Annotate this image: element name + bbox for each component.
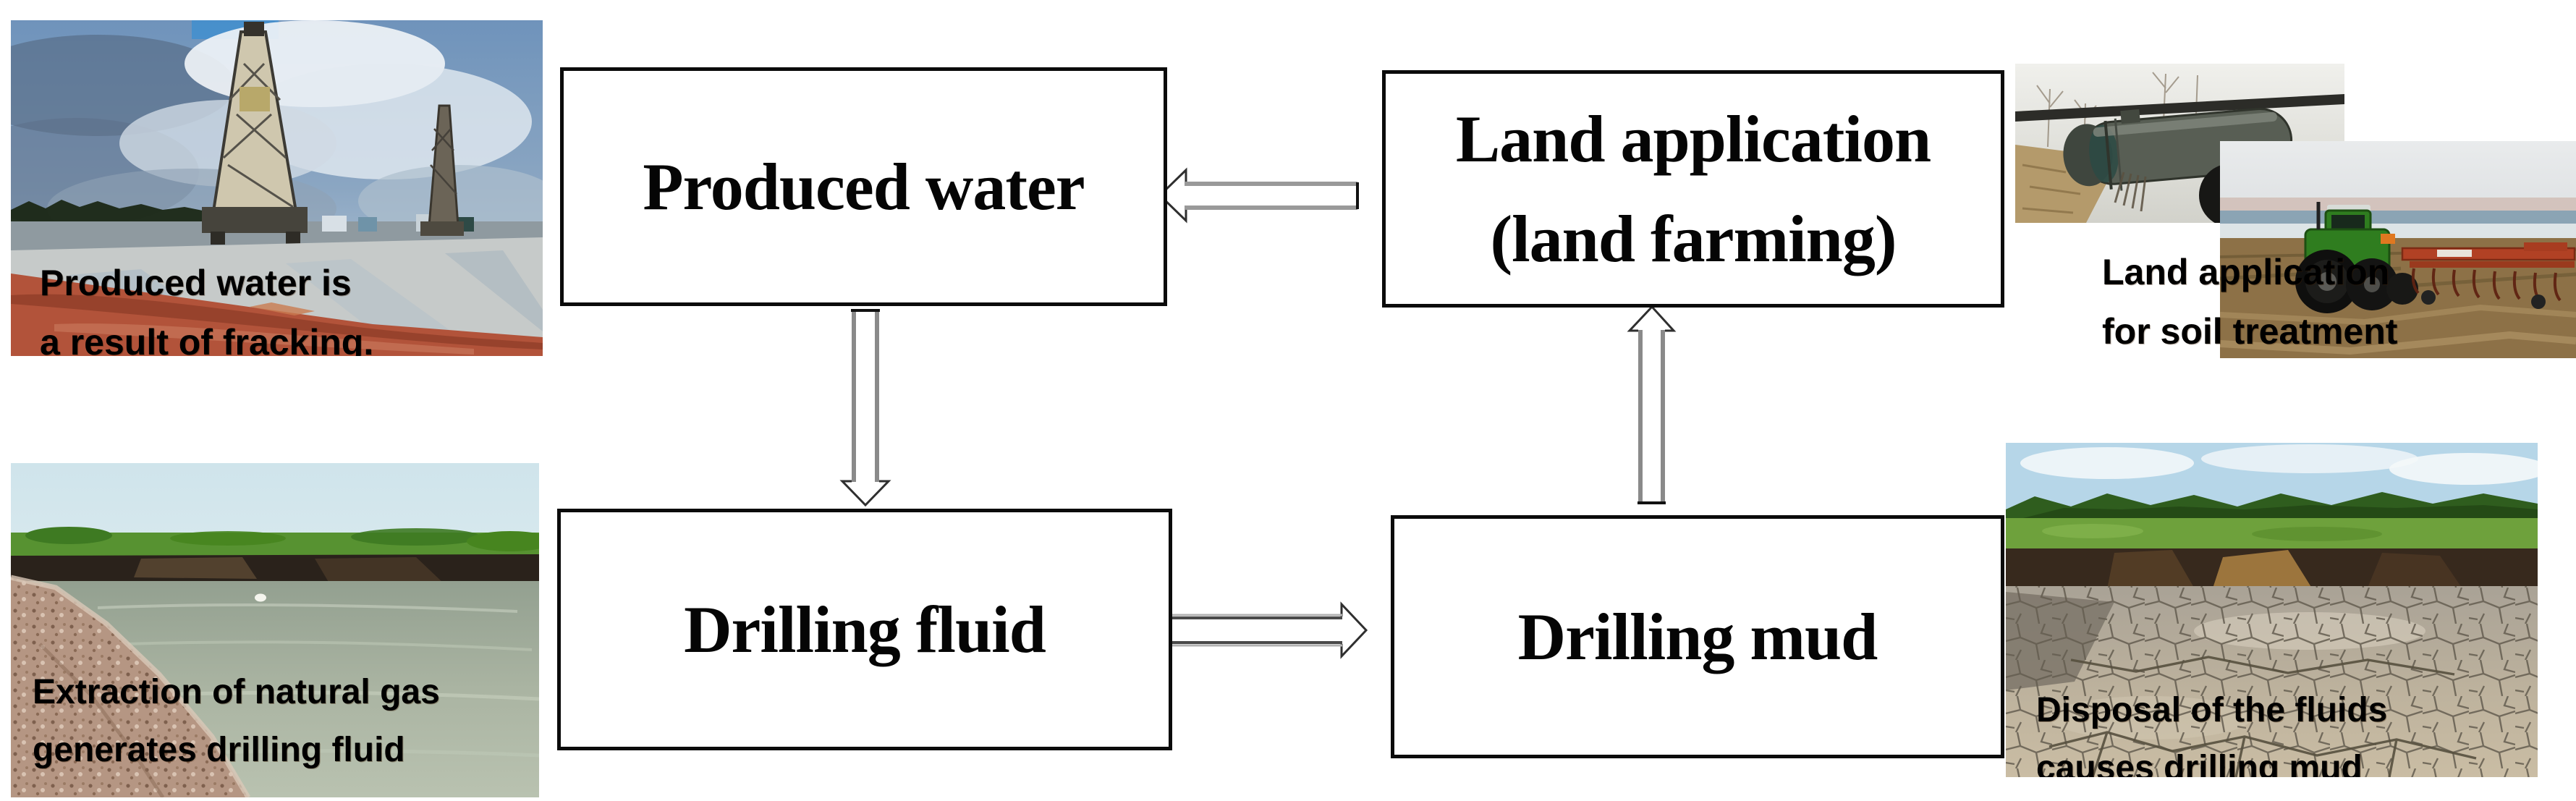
photo-caption-drilling-mud: Disposal of the fluids causes drilling m… bbox=[2036, 691, 2388, 777]
block-arrow-left-icon bbox=[1157, 167, 1365, 224]
node-drilling-fluid-label: Drilling fluid bbox=[684, 593, 1046, 666]
block-arrow-right-icon bbox=[1166, 601, 1368, 659]
tractor-tilling-illustration bbox=[2220, 141, 2576, 358]
photo-caption-land-application: Land application for soil treatment bbox=[2102, 252, 2398, 352]
drilling-mud-field-illustration bbox=[2006, 443, 2538, 777]
photo-group-land-application: Land application for soil treatment bbox=[2012, 62, 2576, 362]
photo-drilling-fluid-pond: Extraction of natural gas generates dril… bbox=[11, 463, 539, 797]
node-produced-water-label: Produced water bbox=[643, 150, 1085, 224]
node-produced-water: Produced water bbox=[560, 67, 1167, 306]
block-arrow-down-icon bbox=[839, 305, 891, 508]
node-drilling-mud: Drilling mud bbox=[1391, 515, 2004, 758]
photo-fracking-rig: Produced water is a result of fracking. bbox=[11, 20, 543, 356]
photo-tractor-tilling bbox=[2220, 141, 2576, 358]
photo-caption-drilling-fluid: Extraction of natural gas generates dril… bbox=[33, 673, 440, 769]
node-drilling-fluid: Drilling fluid bbox=[557, 509, 1172, 750]
node-land-application-label: Land application (land farming) bbox=[1455, 102, 1931, 276]
node-land-application: Land application (land farming) bbox=[1382, 70, 2004, 308]
fracking-rig-illustration bbox=[11, 20, 543, 356]
node-drilling-mud-label: Drilling mud bbox=[1517, 600, 1878, 674]
block-arrow-up-icon bbox=[1627, 304, 1677, 508]
drilling-fluid-pond-illustration bbox=[11, 463, 539, 797]
photo-drilling-mud-field: Disposal of the fluids causes drilling m… bbox=[2006, 443, 2538, 777]
photo-caption-produced-water: Produced water is a result of fracking. bbox=[40, 263, 374, 356]
